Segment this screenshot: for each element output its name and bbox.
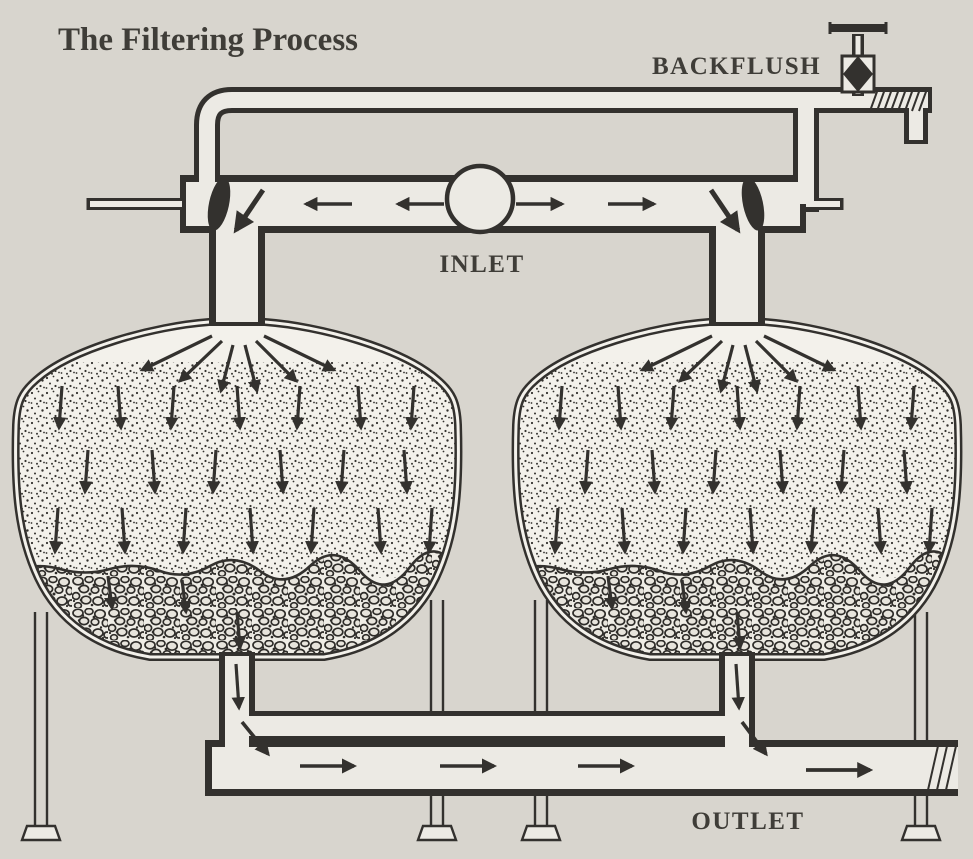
flow-arrow-icon — [923, 507, 937, 555]
flow-arrow-icon — [647, 449, 661, 495]
diagram-title: The Filtering Process — [58, 22, 358, 58]
flow-arrow-icon — [373, 507, 387, 555]
flow-arrow-icon — [423, 507, 437, 555]
pipe-hatching — [869, 88, 928, 112]
flow-arrow-icon — [217, 344, 235, 394]
valve-gate-icon — [843, 56, 873, 92]
flow-arrow-icon — [617, 507, 631, 555]
flow-arrow-icon — [732, 385, 746, 431]
flow-arrow-icon — [835, 449, 849, 495]
flow-arrow-icon — [240, 720, 270, 757]
flow-arrow-icon — [165, 385, 179, 431]
flow-arrow-icon — [677, 507, 691, 555]
flow-arrow-icon — [103, 575, 118, 611]
flow-arrow-icon — [232, 611, 246, 651]
tank-leg — [20, 612, 62, 842]
flow-arrow-icon — [177, 579, 192, 615]
media-boundary — [515, 550, 959, 586]
flow-arrow-icon — [665, 385, 679, 431]
backflush-valve — [828, 22, 888, 96]
flow-arrow-icon — [754, 339, 798, 383]
flow-arrow-icon — [79, 449, 93, 495]
gravel-bed — [15, 551, 459, 657]
flow-arrow-icon — [263, 334, 337, 372]
inlet-label: INLET — [439, 251, 524, 278]
flow-arrow-icon — [579, 449, 593, 495]
backflush-label: BACKFLUSH — [652, 53, 821, 80]
flow-arrow-icon — [232, 385, 246, 431]
flow-arrow-icon — [717, 344, 735, 394]
flow-arrow-icon — [139, 334, 213, 372]
flow-arrows — [49, 188, 937, 778]
flow-arrow-icon — [899, 449, 913, 495]
flow-arrow-icon — [113, 385, 127, 431]
flow-arrow-icon — [335, 449, 349, 495]
flow-arrow-icon — [549, 507, 563, 555]
media-boundary — [15, 550, 459, 586]
flow-arrow-icon — [553, 385, 567, 431]
flow-arrow-icon — [254, 339, 298, 383]
flow-arrow-icon — [775, 449, 789, 495]
flow-arrow-icon — [805, 507, 819, 555]
flow-arrow-icon — [207, 449, 221, 495]
flow-arrow-icon — [305, 507, 319, 555]
flow-arrow-icon — [353, 385, 367, 431]
outlet-label: OUTLET — [691, 808, 804, 835]
flow-arrow-icon — [233, 188, 266, 234]
gravel-bed — [515, 551, 959, 657]
flow-arrow-icon — [53, 385, 67, 431]
check-valve-flap-right — [741, 177, 765, 231]
flow-arrow-icon — [677, 579, 692, 615]
flow-arrow-icon — [178, 339, 224, 383]
flow-arrow-icon — [177, 507, 191, 555]
flow-arrow-icon — [853, 385, 867, 431]
check-valve-flap-left — [207, 177, 231, 231]
flow-arrow-icon — [905, 385, 919, 431]
flow-arrow-icon — [49, 507, 63, 555]
flow-arrow-icon — [873, 507, 887, 555]
flow-arrow-icon — [639, 334, 713, 372]
flow-arrow-icon — [740, 720, 768, 757]
flow-arrow-icon — [603, 575, 618, 611]
flow-arrow-icon — [291, 385, 305, 431]
stub-end-cap — [86, 140, 928, 210]
flow-arrow-icon — [117, 507, 131, 555]
tank-outline-inner — [14, 320, 460, 659]
flow-arrow-icon — [745, 507, 759, 555]
flow-arrow-icon — [731, 663, 745, 711]
flow-arrow-icon — [243, 344, 261, 394]
flow-arrow-icon — [231, 663, 245, 711]
flow-arrow-icon — [678, 339, 724, 383]
inlet-valve — [444, 163, 516, 235]
flow-arrow-icon — [743, 344, 761, 394]
flow-arrow-icon — [147, 449, 161, 495]
flow-arrow-icon — [245, 507, 259, 555]
flow-arrow-icon — [707, 449, 721, 495]
flow-arrow-icon — [613, 385, 627, 431]
flow-arrow-icon — [791, 385, 805, 431]
flow-arrow-icon — [732, 611, 746, 651]
flow-arrow-icon — [405, 385, 419, 431]
flow-arrow-icon — [275, 449, 289, 495]
outlet-open-end-hatching — [927, 745, 957, 791]
filter-tank-right — [511, 318, 963, 661]
flow-arrow-icon — [708, 188, 741, 234]
flow-arrow-icon — [399, 449, 413, 495]
tank-outline-inner — [514, 320, 960, 659]
flow-arrow-icon — [763, 334, 837, 372]
